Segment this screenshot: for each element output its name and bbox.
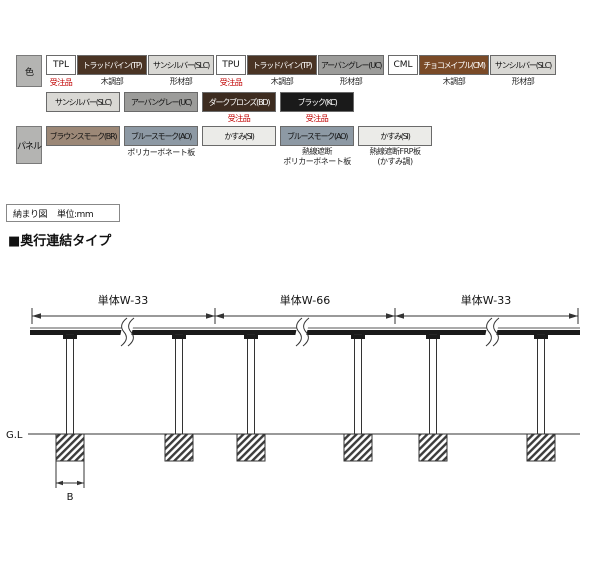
drawing-note-box: 納まり図 単位:mm — [6, 204, 120, 222]
swatch-brown-smoke: ブラウンスモーク(BR) — [46, 126, 120, 146]
swatch-urban-gray: アーバングレー(UC) — [124, 92, 198, 112]
swatch-sun-silver: サンシルバー(SLC) — [46, 92, 120, 112]
swatch-trad-pine: トラッドパイン(TP) — [247, 55, 317, 75]
swatch-blue-smoke: ブルースモーク(AO) — [124, 126, 198, 146]
panel-caption-heat-frp-line1: 熱線遮断FRP板 — [369, 147, 421, 156]
panel-caption-polycarbonate: ポリカーボネート板 — [127, 148, 195, 157]
panel-caption-heat-poly-line2: ポリカーボネート板 — [283, 156, 351, 166]
order-note: 受注品 — [49, 78, 73, 87]
color-code-tpu: TPU — [216, 55, 246, 75]
break-symbol — [293, 317, 310, 347]
swatch-blue-smoke: ブルースモーク(AO) — [280, 126, 354, 146]
section-title: ■奥行連結タイプ — [8, 234, 112, 249]
drawing-note-unit: 単位:mm — [57, 209, 94, 220]
posts — [66, 334, 545, 435]
swatch-dark-bronze: ダークブロンズ(BD) — [202, 92, 276, 112]
swatch-kasumi: かすみ(SI) — [202, 126, 276, 146]
swatch-trad-pine: トラッドパイン(TP) — [77, 55, 147, 75]
wood-part-caption: 木調部 — [442, 77, 466, 86]
order-note: 受注品 — [305, 114, 329, 123]
drawing-note-title: 納まり図 — [13, 209, 48, 220]
installation-diagram: 単体W-33 単体W-66 単体W-33 — [6, 293, 580, 503]
panel-row-label: パネル — [16, 126, 42, 164]
swatch-choco-maple: チョコメイプル(CM) — [419, 55, 489, 75]
swatch-sun-silver: サンシルバー(SLC) — [148, 55, 214, 75]
wood-part-caption: 木調部 — [270, 77, 294, 86]
swatch-urban-gray: アーバングレー(UC) — [318, 55, 384, 75]
break-symbol — [118, 317, 135, 347]
frame-part-caption: 形材部 — [511, 77, 535, 86]
dimension-arrowheads — [32, 313, 578, 319]
color-code-cml: CML — [388, 55, 418, 75]
swatch-kasumi: かすみ(SI) — [358, 126, 432, 146]
frame-part-caption: 形材部 — [339, 77, 363, 86]
break-symbols — [118, 317, 500, 347]
frame-part-caption: 形材部 — [169, 77, 193, 86]
panel-caption-heat-frp-line2: (かすみ調) — [377, 156, 413, 166]
ground-level-label: G.L — [6, 430, 23, 441]
panel-caption-heat-poly-line1: 熱線遮断 — [302, 147, 333, 156]
wood-part-caption: 木調部 — [100, 77, 124, 86]
footings — [55, 433, 556, 462]
span-label-middle: 単体W-66 — [280, 293, 330, 307]
panel-caption-heat-poly: 熱線遮断 ポリカーボネート板 — [280, 147, 354, 166]
roof-brackets — [63, 335, 548, 339]
span-label-right: 単体W-33 — [461, 293, 511, 307]
color-code-tpl: TPL — [46, 55, 76, 75]
panel-caption-heat-frp: 熱線遮断FRP板 (かすみ調) — [358, 147, 432, 166]
break-symbol — [483, 317, 500, 347]
b-dimension-arrowheads — [56, 480, 84, 486]
swatch-sun-silver: サンシルバー(SLC) — [490, 55, 556, 75]
b-dimension-label: B — [67, 492, 74, 503]
color-row-label: 色 — [16, 55, 42, 87]
span-label-left: 単体W-33 — [98, 293, 148, 307]
order-note: 受注品 — [219, 78, 243, 87]
order-note: 受注品 — [227, 114, 251, 123]
swatch-black: ブラック(KC) — [280, 92, 354, 112]
